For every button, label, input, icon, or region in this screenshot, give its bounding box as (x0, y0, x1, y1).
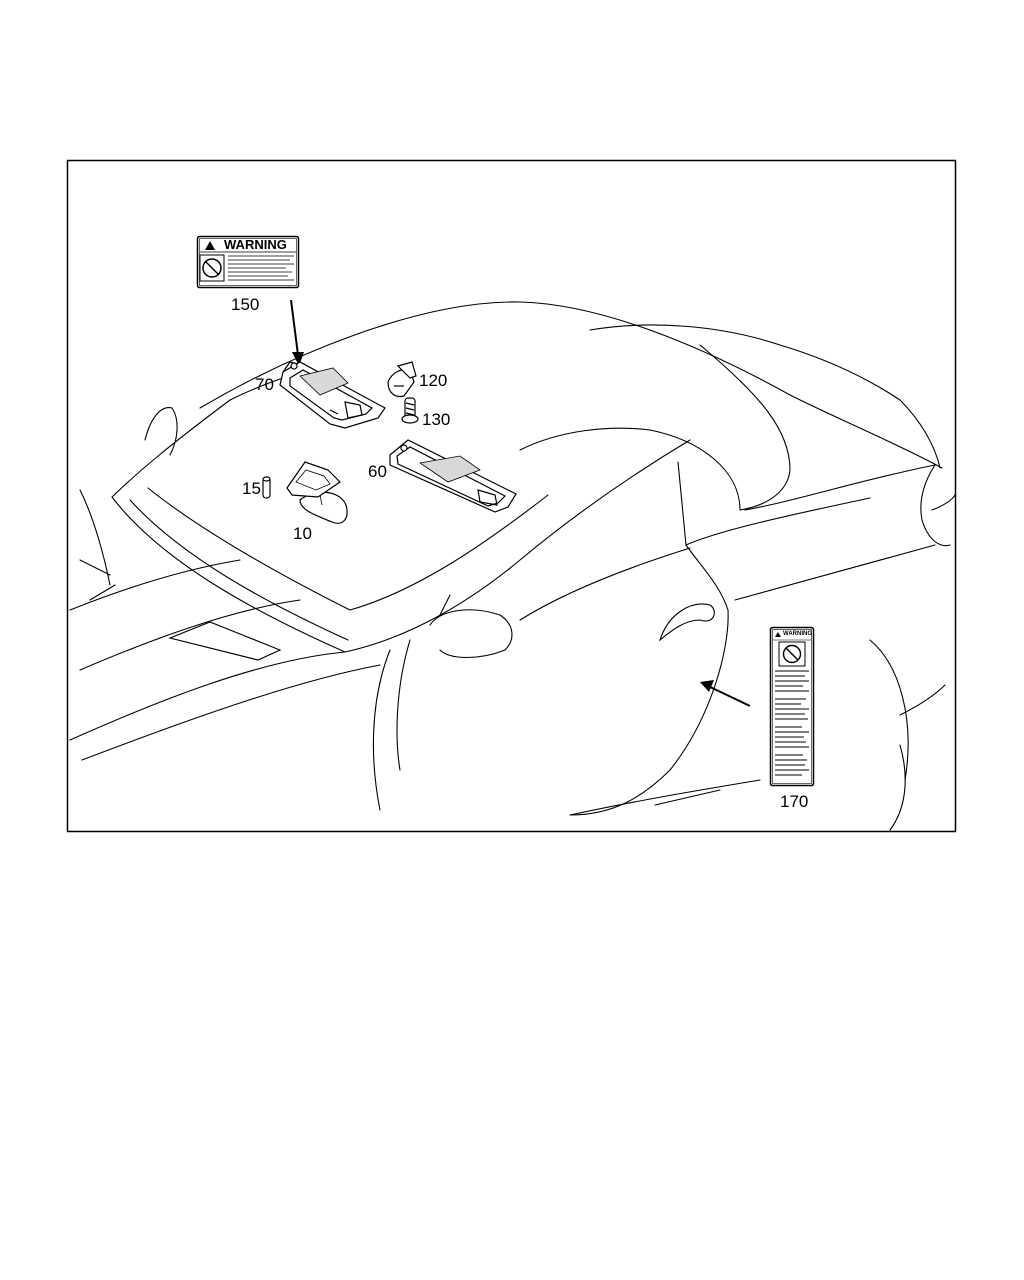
warning-triangle-icon (205, 241, 215, 250)
arrowhead-170 (700, 680, 714, 692)
no-child-seat-icon-small (778, 641, 806, 667)
screw-130 (401, 397, 419, 424)
warning-label-170 (769, 626, 815, 787)
leader-170 (707, 685, 751, 707)
warning-label-150 (196, 235, 300, 289)
callout-15: 15 (242, 479, 261, 498)
callout-150: 150 (231, 295, 260, 314)
callout-120: 120 (419, 371, 448, 390)
warning-triangle-icon-small (775, 632, 781, 637)
callout-170: 170 (780, 792, 809, 811)
no-child-seat-icon (199, 254, 225, 282)
sun-visor-70 (279, 361, 386, 429)
pin-15 (262, 476, 271, 499)
arrowhead-150 (292, 352, 304, 366)
vehicle-outline (69, 301, 956, 831)
callout-10: 10 (293, 524, 312, 543)
diagram-frame (66, 159, 957, 833)
clip-120 (387, 361, 417, 398)
warning-label-150-heading: WARNING (224, 237, 287, 252)
leader-lines (290, 299, 751, 707)
leader-150 (290, 299, 299, 356)
callout-70: 70 (255, 375, 274, 394)
mirror-10 (286, 461, 348, 524)
callout-60: 60 (368, 462, 387, 481)
sun-visor-60 (389, 439, 517, 513)
warning-label-170-heading: WARNING (783, 631, 812, 637)
callout-130: 130 (422, 410, 451, 429)
